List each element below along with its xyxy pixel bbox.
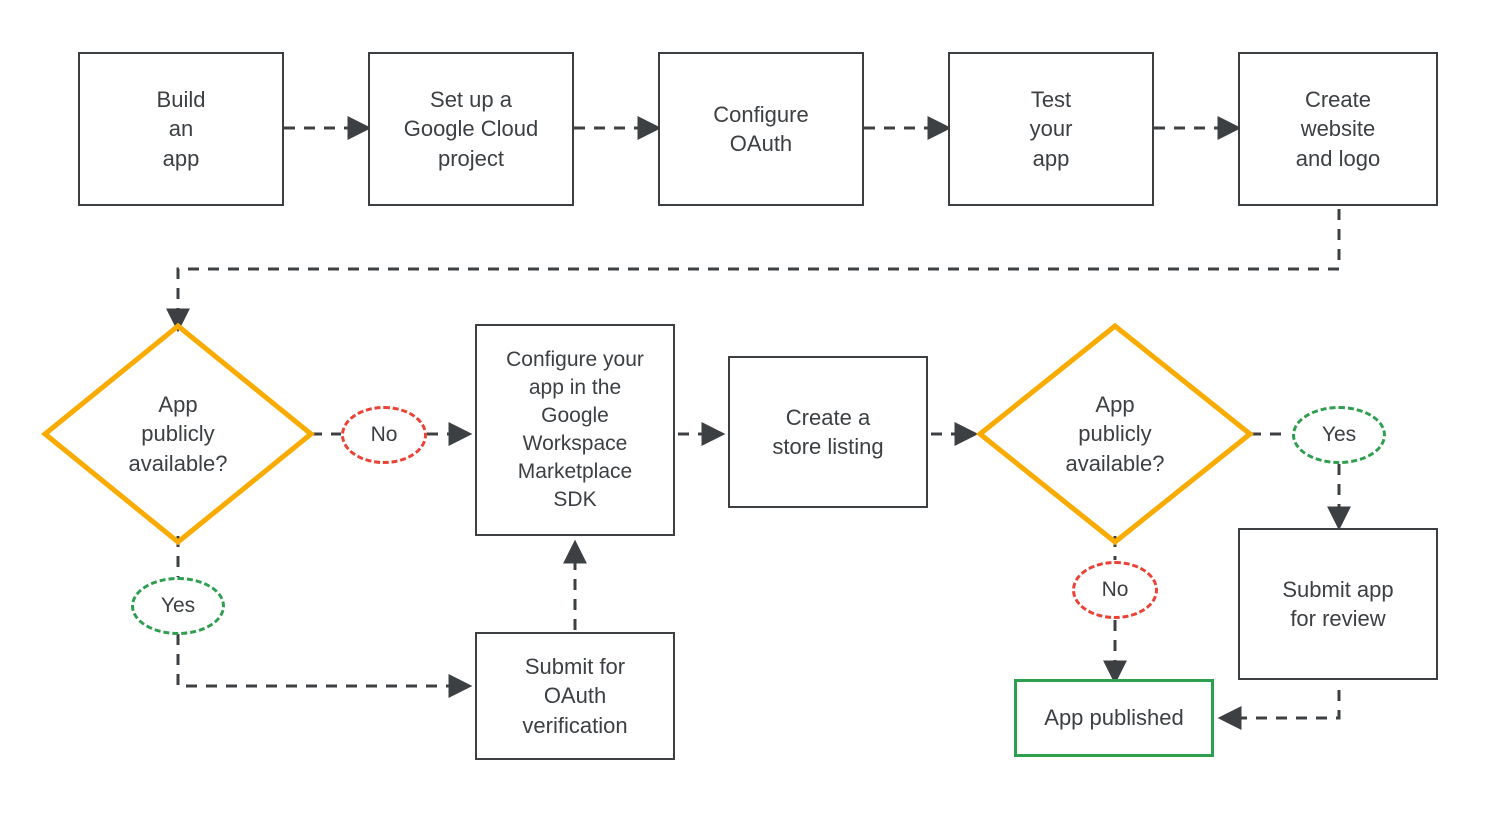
edge-submit-review-to-app-published: [1217, 690, 1341, 730]
node-set-up-gcp-project[interactable]: Set up a Google Cloud project: [368, 52, 574, 206]
node-label: Submit for OAuth verification: [522, 654, 628, 738]
node-label: Submit app for review: [1282, 576, 1394, 631]
node-label: Configure your app in the Google Workspa…: [506, 348, 644, 511]
edge-label-yes-2: Yes: [1292, 406, 1386, 464]
node-create-website-and-logo[interactable]: Create website and logo: [1238, 52, 1438, 206]
edge-label-text: No: [370, 423, 398, 446]
edge-label-no-1: No: [341, 406, 427, 464]
node-configure-app-in-marketplace-sdk[interactable]: Configure your app in the Google Workspa…: [475, 324, 675, 536]
node-app-published[interactable]: App published: [1014, 679, 1214, 757]
node-submit-for-oauth-verification[interactable]: Submit for OAuth verification: [475, 632, 675, 760]
decision-diamond-1: [41, 322, 315, 546]
node-label: Test your app: [1029, 87, 1073, 171]
node-label: Create website and logo: [1295, 87, 1381, 171]
edge-label-text: No: [1101, 578, 1129, 601]
node-label: Configure OAuth: [713, 101, 809, 156]
edge-website-to-decision1: [166, 209, 1341, 333]
node-build-an-app[interactable]: Build an app: [78, 52, 284, 206]
node-label: Set up a Google Cloud project: [403, 87, 539, 171]
node-label: Create a store listing: [772, 404, 884, 459]
edge-yes-to-oauth-verify: [176, 634, 473, 698]
node-create-a-store-listing[interactable]: Create a store listing: [728, 356, 928, 508]
node-label: Build an app: [156, 87, 206, 171]
edge-label-yes-1: Yes: [131, 577, 225, 635]
decision-diamond-2: [975, 322, 1255, 546]
edge-label-no-2: No: [1072, 561, 1158, 619]
node-submit-app-for-review[interactable]: Submit app for review: [1238, 528, 1438, 680]
node-configure-oauth[interactable]: Configure OAuth: [658, 52, 864, 206]
edge-label-text: Yes: [160, 594, 196, 617]
node-test-your-app[interactable]: Test your app: [948, 52, 1154, 206]
edge-label-text: Yes: [1321, 423, 1357, 446]
node-label: App published: [1044, 705, 1184, 731]
